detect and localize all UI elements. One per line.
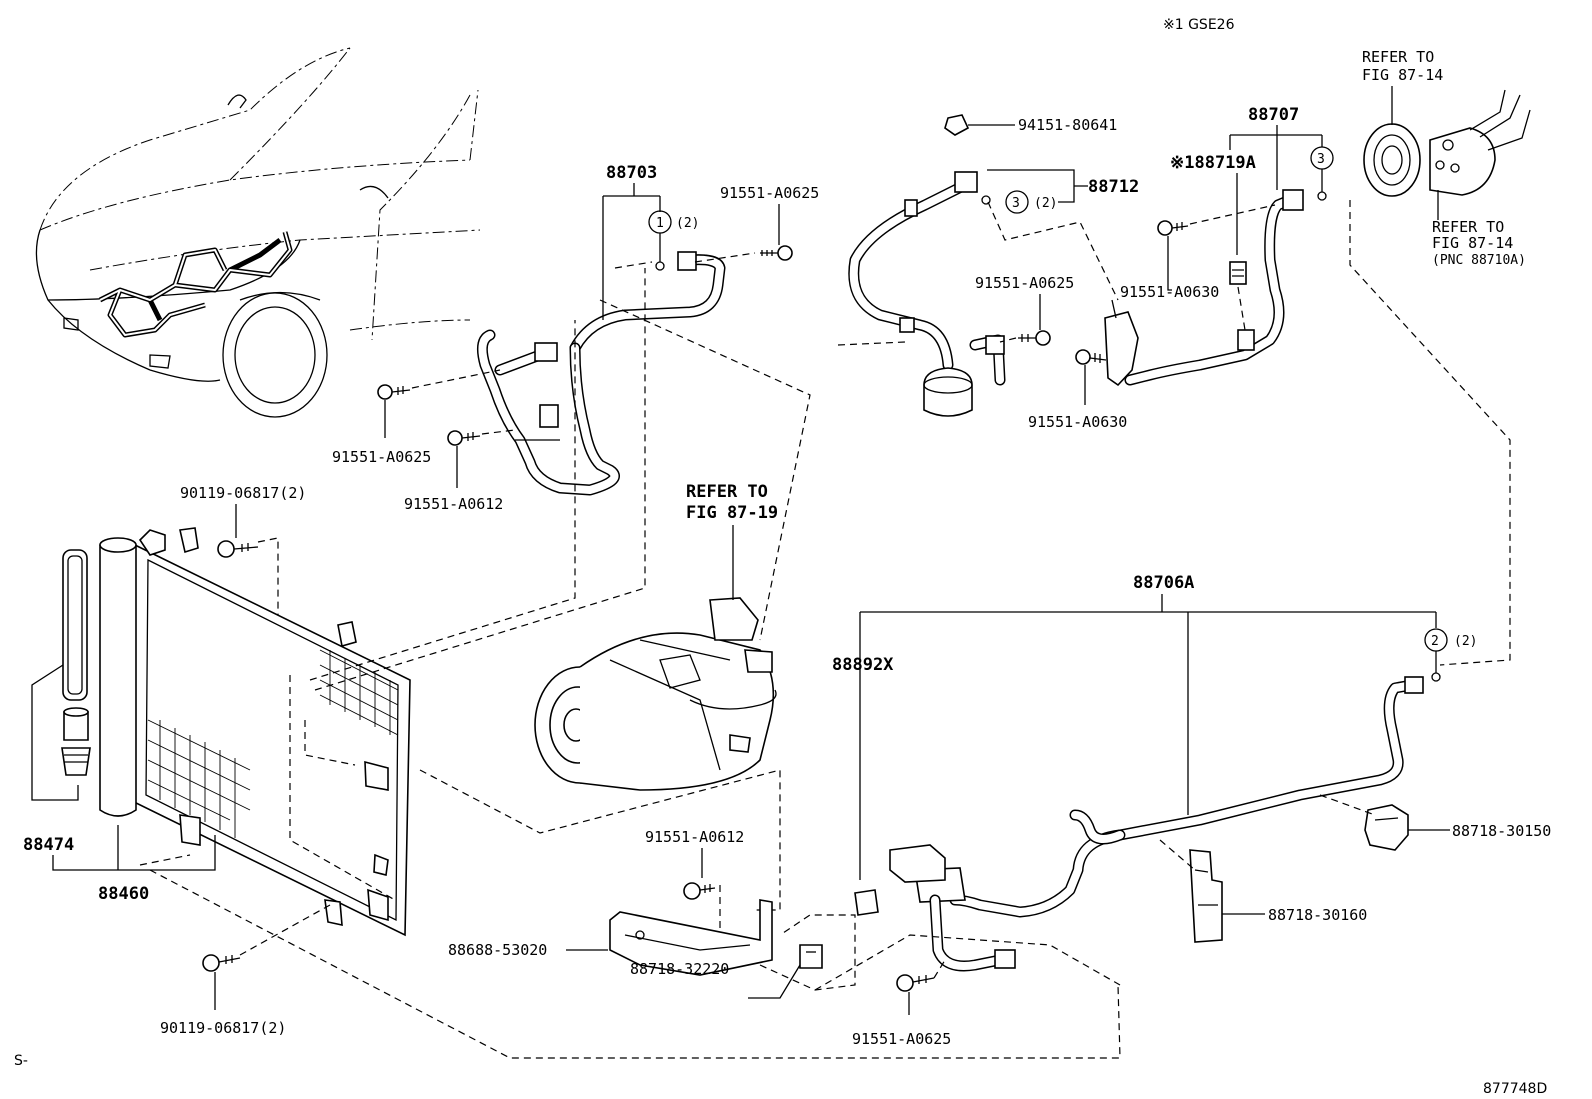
bolt-icon (1075, 349, 1107, 365)
bolt-icon (377, 384, 411, 400)
part-label-88703: 88703 (606, 163, 657, 183)
part-label-88474: 88474 (23, 835, 74, 855)
bolt-icon (1157, 220, 1189, 236)
part-label-91551-a0612-top: 91551-A0612 (404, 495, 503, 513)
vehicle-illustration (35, 47, 481, 418)
sensor-88719a (1229, 261, 1247, 285)
callout-qty-2: (2) (1454, 634, 1477, 649)
bolt-icon (760, 245, 793, 261)
part-label-94151-80641: 94151-80641 (1018, 116, 1117, 134)
discharge-hose-88703 (476, 251, 726, 496)
refer-note-fig-87-14-right-line2: FIG 87-14 (1432, 234, 1513, 252)
callout-number-3b: 3 (1317, 152, 1325, 167)
callout-number-1: 1 (656, 216, 664, 231)
bracket-88688 (609, 899, 773, 976)
callout-number-3a: 3 (1012, 196, 1020, 211)
callout-qty-3a: (2) (1034, 196, 1057, 211)
part-label-90119-bottom: 90119-06817(2) (160, 1019, 286, 1037)
figure-id: 877748D (1483, 1081, 1547, 1097)
part-label-91551-a0625-mid: 91551-A0625 (975, 274, 1074, 292)
clamp-88718-32220 (799, 944, 823, 969)
clamp-88718-30150 (1364, 804, 1409, 851)
part-label-88718-30160: 88718-30160 (1268, 906, 1367, 924)
part-label-90119-top: 90119-06817(2) (180, 484, 306, 502)
hose-88707 (1104, 189, 1304, 387)
part-label-91551-a0630-mid: 91551-A0630 (1028, 413, 1127, 431)
clamp-88718-30160 (1189, 849, 1223, 943)
refer-note-fig-87-19-line1: REFER TO (686, 482, 768, 502)
bolt-icon (217, 540, 259, 558)
refer-note-fig-87-14-top-line2: FIG 87-14 (1362, 66, 1443, 84)
part-label-88719a: ※188719A (1170, 153, 1256, 173)
part-label-88707: 88707 (1248, 105, 1299, 125)
callout-number-2: 2 (1431, 634, 1439, 649)
clip-icon (944, 114, 970, 136)
part-label-88712: 88712 (1088, 177, 1139, 197)
part-label-88718-30150: 88718-30150 (1452, 822, 1551, 840)
condenser-88460 (99, 527, 411, 937)
refer-note-fig-87-19-line2: FIG 87-19 (686, 503, 778, 523)
cap-88892x (854, 889, 879, 916)
part-label-88718-32220: 88718-32220 (630, 960, 729, 978)
footer-mark: S- (14, 1053, 28, 1069)
refer-note-fig-87-14-right-line1: REFER TO (1432, 218, 1504, 236)
model-note: ※1 GSE26 (1163, 17, 1235, 33)
bolt-icon (683, 882, 716, 900)
bolt-icon (202, 954, 241, 972)
suction-hose-88712 (848, 171, 1006, 417)
bolt-icon (896, 974, 935, 992)
bolt-icon (447, 430, 481, 446)
part-label-88706a: 88706A (1133, 573, 1194, 593)
bolt-icon (1018, 330, 1051, 346)
part-label-91551-a0625-bottom: 91551-A0625 (852, 1030, 951, 1048)
part-label-88688-53020: 88688-53020 (448, 941, 547, 959)
part-label-91551-a0625-left: 91551-A0625 (332, 448, 431, 466)
refer-note-pnc: (PNC 88710A) (1432, 253, 1526, 268)
connector-block (1363, 89, 1531, 197)
refer-note-fig-87-14-top-line1: REFER TO (1362, 48, 1434, 66)
part-label-88892x: 88892X (832, 655, 894, 675)
callout-qty-1: (2) (676, 216, 699, 231)
seal-kit-88474 (61, 549, 91, 776)
part-label-91551-a0630-right: 91551-A0630 (1120, 283, 1219, 301)
compressor (534, 597, 777, 791)
part-label-91551-a0612-bottom: 91551-A0612 (645, 828, 744, 846)
liquid-tube-88706a (889, 676, 1424, 972)
part-label-91551-a0625-top: 91551-A0625 (720, 184, 819, 202)
part-label-88460: 88460 (98, 884, 149, 904)
callout-circle-3a (1005, 190, 1029, 214)
